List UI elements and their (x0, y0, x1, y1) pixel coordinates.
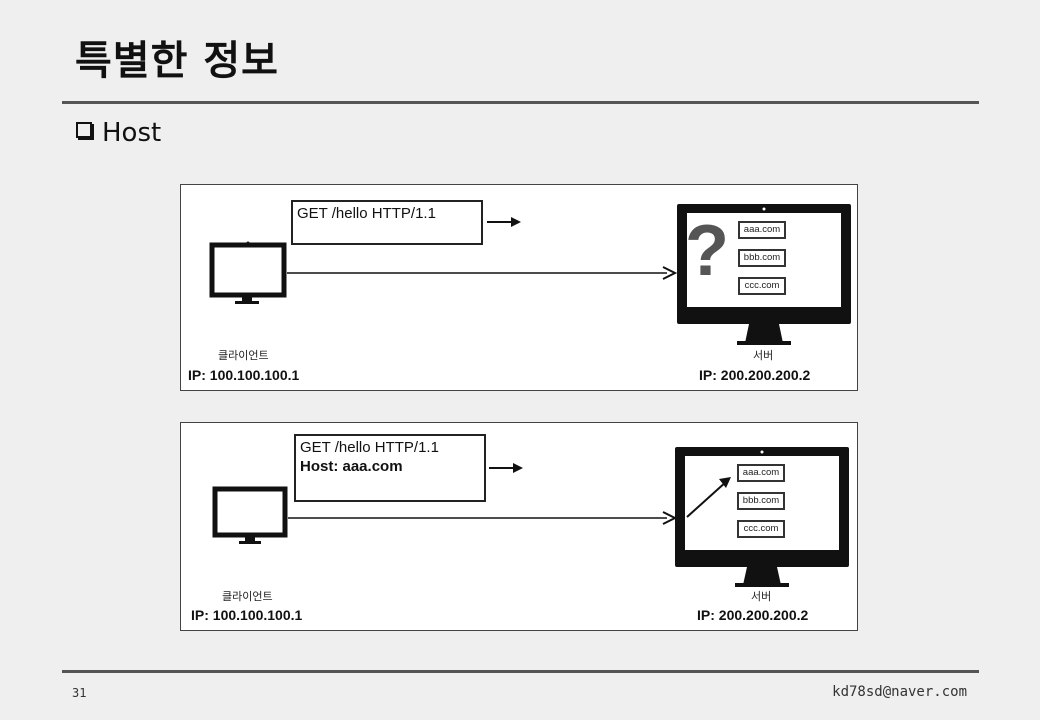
http-request-box: GET /hello HTTP/1.1 (291, 200, 483, 245)
direction-arrow-icon (489, 463, 523, 473)
client-label: 클라이언트 (218, 349, 269, 362)
host-header-line: Host: aaa.com (300, 458, 403, 475)
bullet-heading: Host (76, 118, 161, 148)
request-arrow-icon (288, 511, 678, 525)
diagram-2-graphics (212, 447, 849, 587)
server-label: 서버 (753, 349, 774, 362)
title-divider (62, 101, 979, 104)
checkbox-bullet-icon (76, 122, 92, 138)
request-arrow-icon (287, 266, 678, 280)
page-number: 31 (72, 686, 87, 700)
routing-arrow-icon (686, 477, 731, 518)
author-email: kd78sd@naver.com (832, 684, 967, 700)
question-mark: ? (685, 211, 729, 291)
slide-title: 특별한 정보 (75, 38, 279, 84)
client-label: 클라이언트 (222, 590, 273, 603)
request-line: GET /hello HTTP/1.1 (297, 205, 436, 222)
server-label: 서버 (751, 590, 772, 603)
bullet-text: Host (102, 118, 162, 148)
client-monitor-icon (209, 241, 287, 304)
http-request-box: GET /hello HTTP/1.1 Host: aaa.com (294, 434, 486, 502)
diagram-panel-2: GET /hello HTTP/1.1 Host: aaa.com aaa.co… (180, 422, 858, 631)
server-ip: IP: 200.200.200.2 (699, 367, 811, 383)
footer-divider (62, 670, 979, 673)
domain-aaa: aaa.com (738, 221, 786, 239)
client-ip: IP: 100.100.100.1 (188, 367, 300, 383)
domain-ccc: ccc.com (737, 520, 785, 538)
direction-arrow-icon (487, 217, 521, 227)
server-ip: IP: 200.200.200.2 (697, 607, 809, 623)
request-line: GET /hello HTTP/1.1 (300, 439, 439, 456)
domain-bbb: bbb.com (738, 249, 786, 267)
diagram-panel-1: GET /hello HTTP/1.1 ? aaa.com bbb.com cc… (180, 184, 858, 391)
client-monitor-icon (212, 486, 288, 544)
domain-bbb: bbb.com (737, 492, 785, 510)
domain-aaa: aaa.com (737, 464, 785, 482)
client-ip: IP: 100.100.100.1 (191, 607, 303, 623)
domain-ccc: ccc.com (738, 277, 786, 295)
